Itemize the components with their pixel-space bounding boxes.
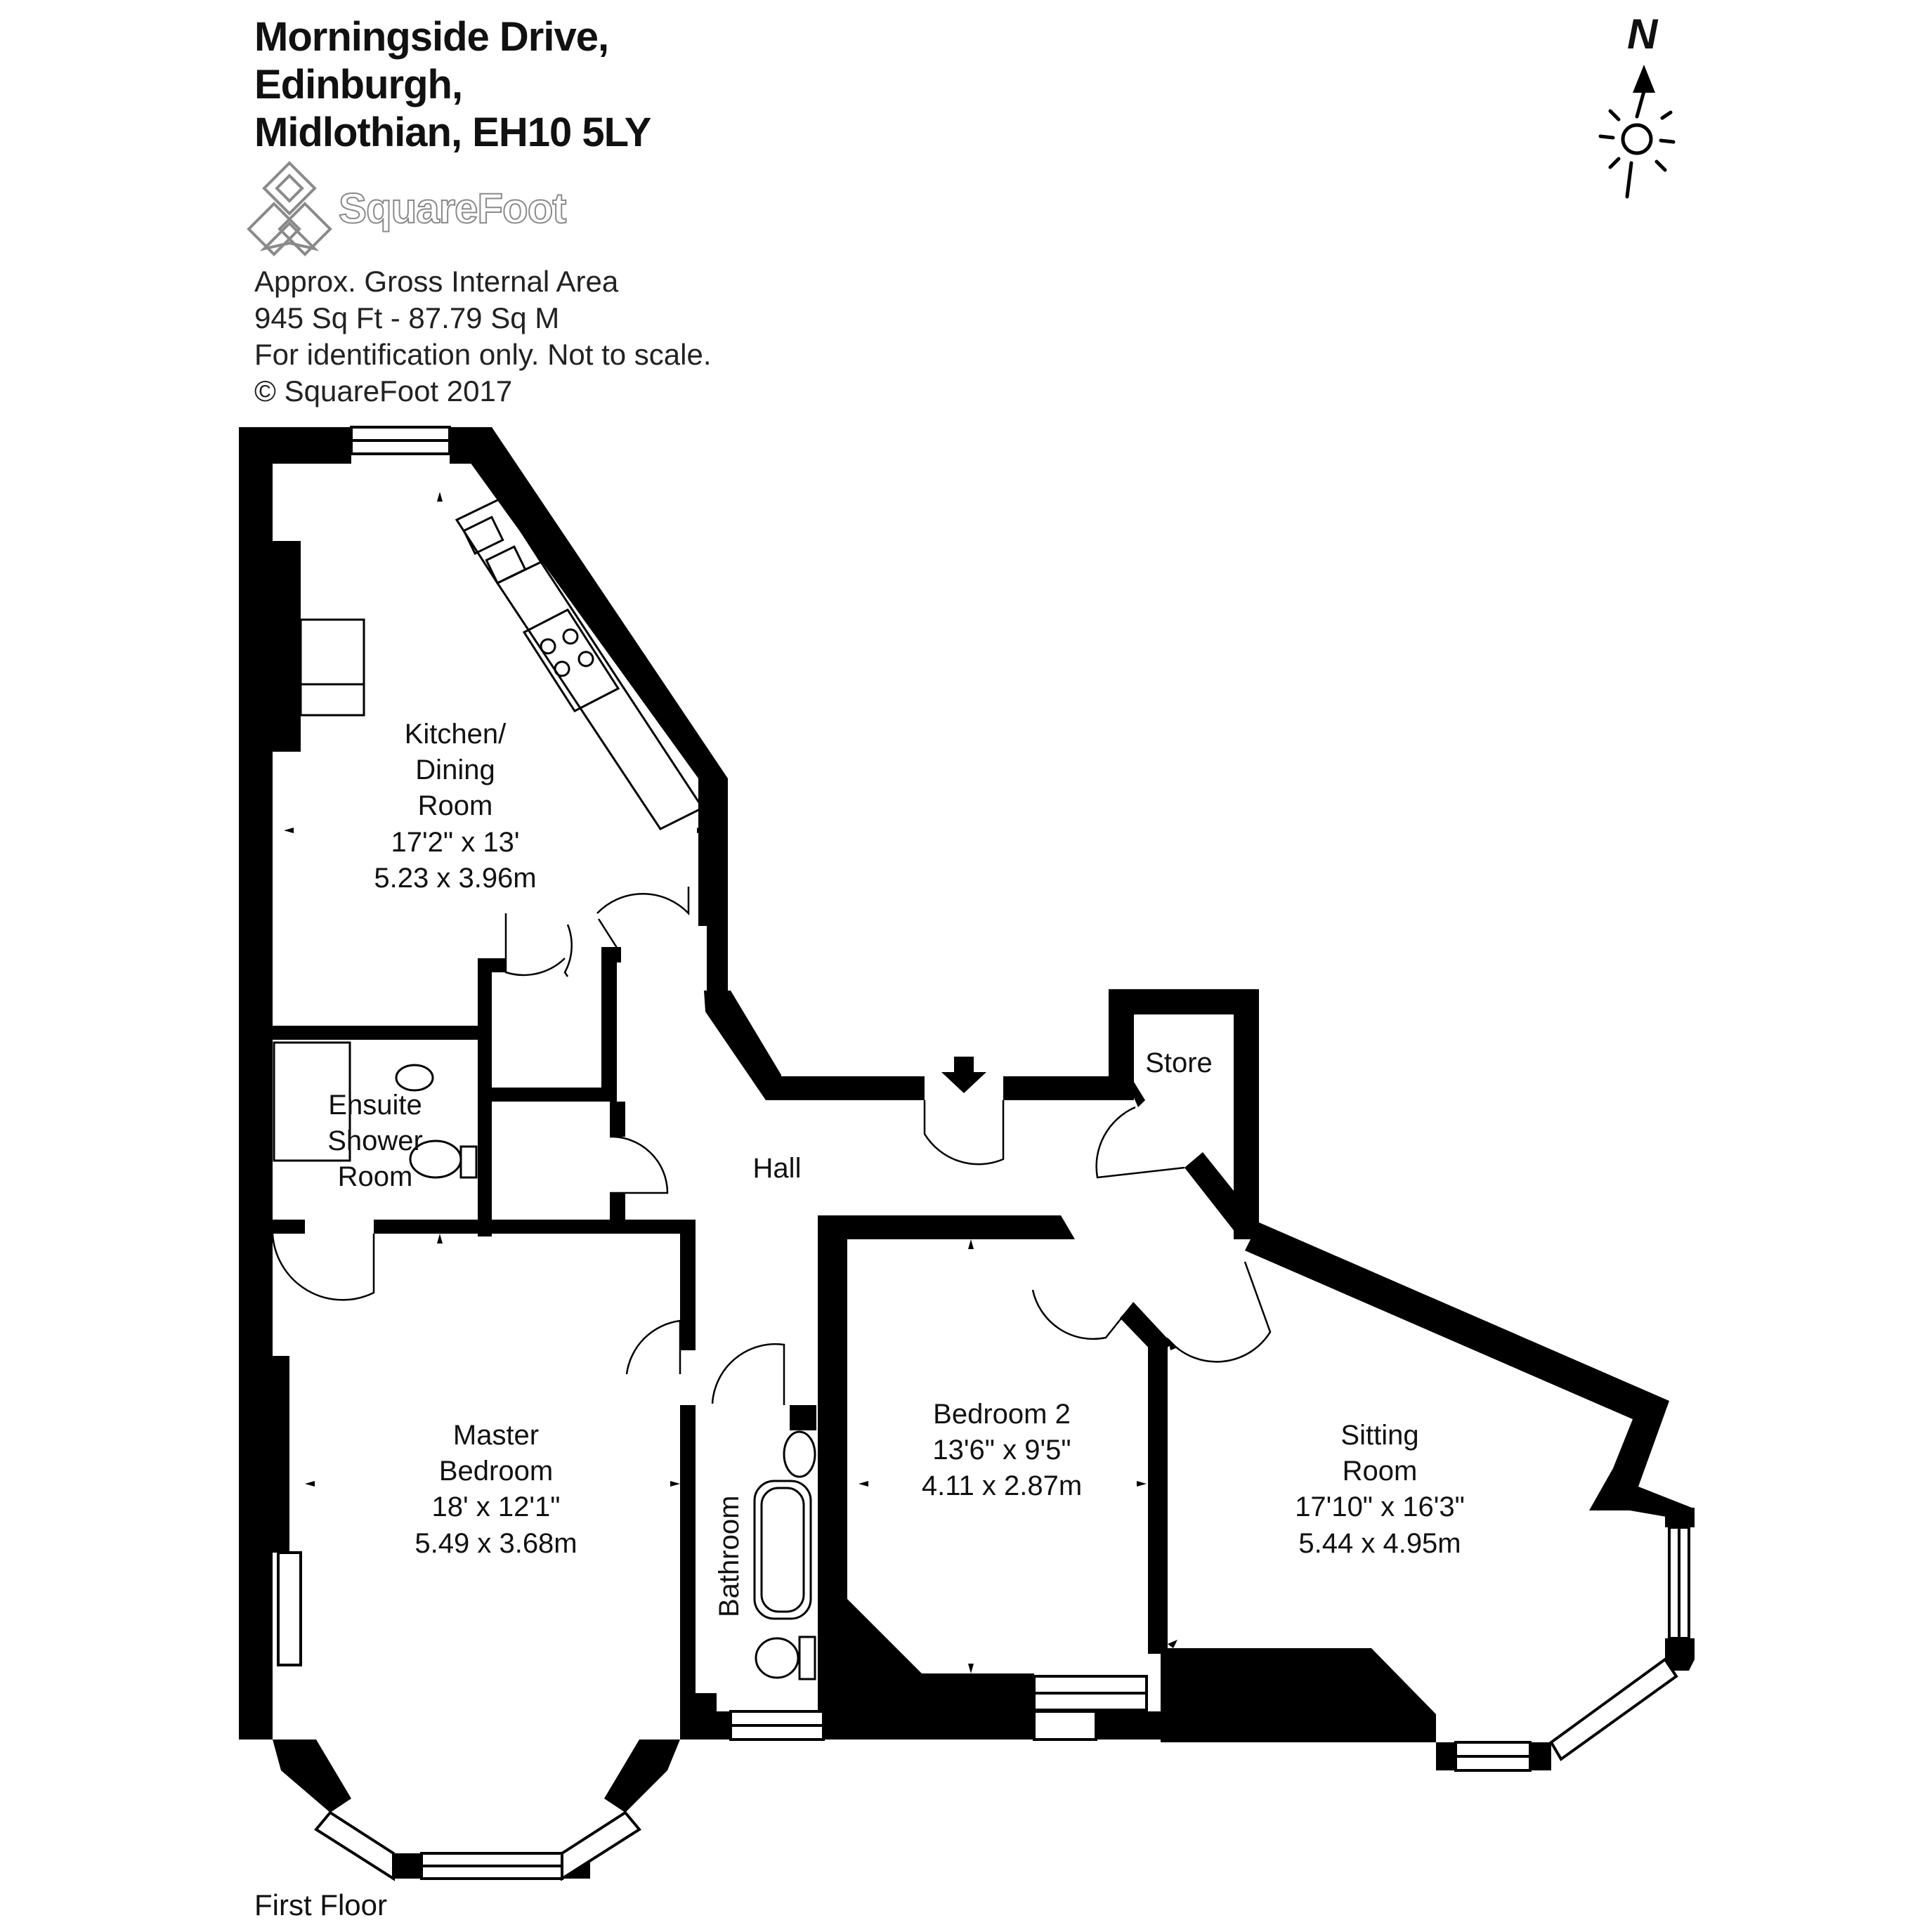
master-imperial: 18' x 12'1" [431,1492,561,1523]
room-label-kitchen: Kitchen/ Dining Room 17'2" x 13' 5.23 x … [374,717,536,896]
walls [239,427,1695,1879]
compass-north-label: N [1627,11,1658,58]
kitchen-metric: 5.23 x 3.96m [374,862,537,894]
address-line-3: Midlothian, EH10 5LY [254,110,651,155]
ensuite-name-1: Ensuite [328,1090,422,1121]
room-label-bathroom: Bathroom [714,1495,745,1617]
kitchen-diagonal-wall [461,427,728,926]
ensuite-name-3: Room [337,1161,413,1193]
bedroom2-name: Bedroom 2 [933,1399,1071,1430]
area-value: 945 Sq Ft - 87.79 Sq M [254,301,560,334]
store-name: Store [1145,1047,1213,1078]
dimension-ticks [284,492,1177,1673]
door-swings [271,887,1272,1405]
room-label-master-bedroom: Master Bedroom 18' x 12'1" 5.49 x 3.68m [415,1418,577,1562]
kitchen-imperial: 17'2" x 13' [391,826,520,858]
room-label-sitting-room: Sitting Room 17'10" x 16'3" 5.44 x 4.95m [1295,1418,1465,1562]
sitting-name-1: Sitting [1340,1420,1419,1451]
kitchen-name-2: Dining [415,755,495,786]
hall-name: Hall [752,1153,802,1184]
entrance-arrow-icon [941,1057,986,1093]
copyright: © SquareFoot 2017 [254,374,513,407]
sitting-room-north-wall [1245,1222,1669,1429]
floor-label: First Floor [254,1888,387,1921]
address-line-1: Morningside Drive, [254,14,609,60]
sitting-metric: 5.44 x 4.95m [1298,1527,1461,1559]
fixtures [273,497,816,1680]
area-title: Approx. Gross Internal Area [254,265,619,298]
room-label-bedroom-2: Bedroom 2 13'6" x 9'5" 4.11 x 2.87m [922,1397,1082,1505]
bedroom2-metric: 4.11 x 2.87m [921,1470,1083,1502]
address-line-2: Edinburgh, [254,62,463,107]
ensuite-name-2: Shower [327,1125,423,1157]
sitting-name-2: Room [1342,1456,1418,1487]
kitchen-name-1: Kitchen/ [404,719,507,750]
windows [277,426,1690,1881]
room-label-hall: Hall [753,1151,802,1187]
room-label-ensuite: Ensuite Shower Room [327,1088,423,1196]
room-label-store: Store [1145,1045,1213,1081]
bedroom2-imperial: 13'6" x 9'5" [932,1435,1071,1466]
kitchen-name-3: Room [417,790,493,822]
master-metric: 5.49 x 3.68m [415,1527,577,1559]
master-name-2: Bedroom [438,1456,554,1487]
sitting-imperial: 17'10" x 16'3" [1295,1492,1465,1523]
disclaimer: For identification only. Not to scale. [254,338,712,371]
master-name-1: Master [452,1420,540,1451]
logo-text: SquareFoot [338,184,567,233]
